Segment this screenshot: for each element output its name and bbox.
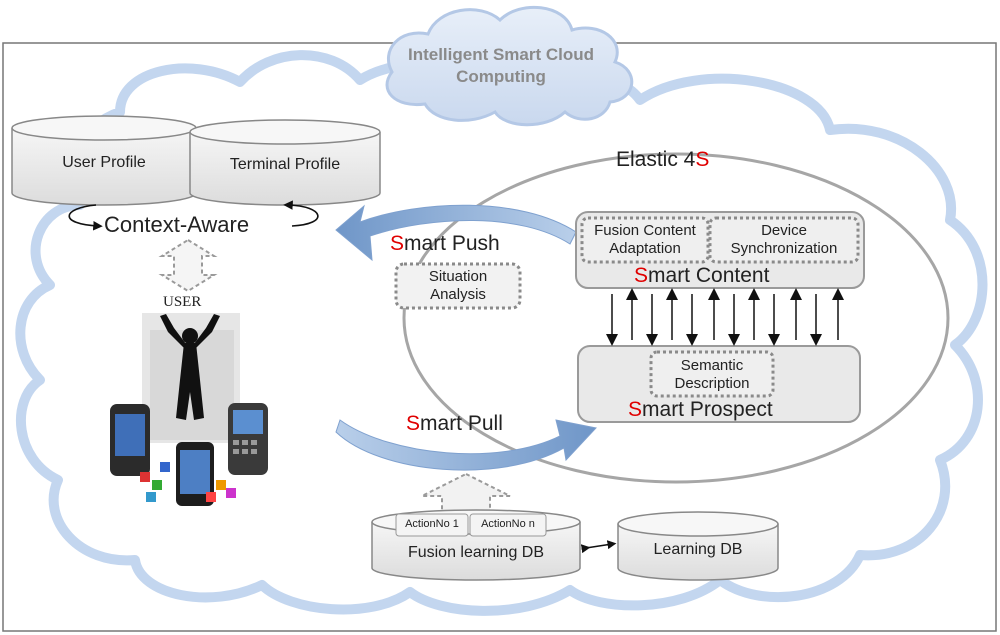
smart-content-initial: S: [634, 264, 649, 287]
fusion-learning-db-label: Fusion learning DB: [407, 544, 545, 561]
top-cloud-shape: [385, 5, 634, 127]
cloud-title: Intelligent Smart Cloud Computing: [376, 44, 626, 88]
learning-db-cylinder: [617, 511, 779, 581]
semantic-line2: Description: [674, 375, 750, 392]
smart-pull-label: Smart Pull: [406, 412, 503, 436]
cloud-title-line2: Computing: [456, 67, 546, 86]
cloud-title-line1: Intelligent Smart Cloud: [407, 45, 595, 64]
smart-pull-initial: S: [406, 412, 421, 435]
user-label: USER: [163, 294, 202, 310]
user-profile-cylinder: [11, 115, 197, 206]
user-profile-label: User Profile: [62, 154, 146, 171]
context-loop-left-arrow: [68, 204, 103, 231]
terminal-profile-cylinder: [189, 119, 381, 206]
smart-prospect-initial: S: [628, 398, 643, 421]
fusion-line1: Fusion Content: [594, 222, 696, 239]
fusion-content-label: Fusion Content Adaptation: [582, 222, 708, 258]
smart-pull-rest: mart Pull: [420, 412, 503, 435]
semantic-description-box: [649, 350, 775, 398]
context-user-arrow: [158, 238, 218, 293]
smart-content-label: Smart Content: [634, 264, 769, 288]
terminal-profile-label: Terminal Profile: [229, 156, 341, 173]
device-sync-label: Device Synchronization: [710, 222, 858, 258]
situation-analysis-label: Situation Analysis: [396, 268, 520, 304]
elastic-prefix: Elastic 4: [616, 148, 696, 171]
smart-push-rest: mart Push: [404, 232, 500, 255]
device-line1: Device: [761, 222, 807, 239]
action-no-1: ActionNo 1: [405, 518, 459, 530]
smart-prospect-label: Smart Prospect: [628, 398, 773, 422]
semantic-description-label: Semantic Description: [651, 357, 773, 393]
situation-line2: Analysis: [430, 286, 486, 303]
smart-push-arrow: [335, 204, 577, 262]
fusion-learning-db-cylinder: [371, 509, 581, 581]
smart-pull-arrow: [335, 419, 597, 471]
elastic-4s-ellipse: [402, 152, 950, 484]
semantic-line1: Semantic: [680, 357, 744, 374]
db-link-arrow: [580, 540, 617, 554]
smart-push-label: Smart Push: [390, 232, 500, 256]
context-loop-right-arrow: [283, 200, 319, 227]
smart-prospect-rest: mart Prospect: [642, 398, 773, 421]
fusion-up-arrow: [421, 472, 511, 515]
fusion-line2: Adaptation: [609, 240, 681, 257]
elastic-suffix: S: [695, 148, 710, 171]
situation-analysis-box: [394, 262, 522, 310]
situation-line1: Situation: [428, 268, 488, 285]
content-prospect-arrows: [606, 288, 844, 346]
user-devices-picture: [110, 313, 268, 506]
context-aware-label: Context-Aware: [104, 212, 250, 237]
elastic-4s-label: Elastic 4S: [616, 148, 709, 172]
smart-push-initial: S: [390, 232, 405, 255]
smart-content-rest: mart Content: [648, 264, 770, 287]
action-no-n: ActionNo n: [481, 518, 535, 530]
learning-db-label: Learning DB: [653, 541, 743, 558]
fusion-content-box: [580, 216, 710, 264]
device-line2: Synchronization: [730, 240, 838, 257]
device-sync-box: [708, 216, 860, 264]
